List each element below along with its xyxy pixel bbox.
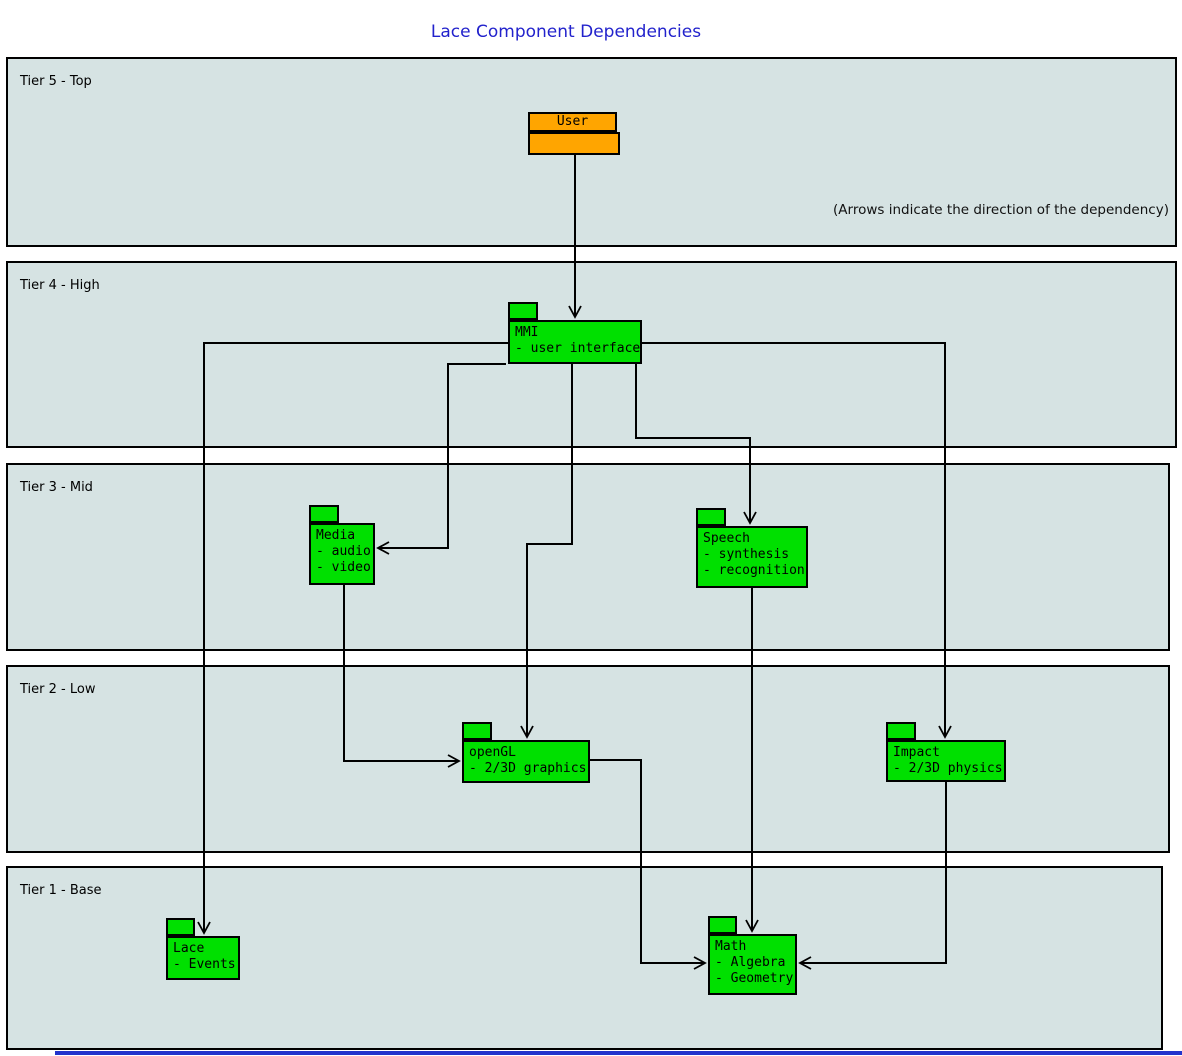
package-detail: - video [316, 560, 371, 575]
package-body: Lace- Events [166, 936, 240, 980]
package-title: Lace [173, 941, 205, 956]
package-title: Impact [893, 745, 940, 760]
package-detail: - Algebra [715, 955, 786, 970]
package-body: MMI- user interface [508, 320, 642, 364]
package-tab [166, 918, 195, 936]
package-body: Impact- 2/3D physics [886, 740, 1006, 782]
package-tab [462, 722, 492, 740]
package-detail: - Geometry [715, 971, 794, 986]
package-tab [508, 302, 538, 320]
package-detail: - 2/3D graphics [469, 761, 587, 776]
diagram-title: Lace Component Dependencies [430, 22, 702, 42]
tier-1-base: Tier 1 - Base [6, 866, 1163, 1050]
package-detail: - synthesis [703, 547, 790, 562]
tier-label: Tier 2 - Low [20, 682, 96, 697]
tier-label: Tier 5 - Top [20, 74, 92, 89]
package-tab [309, 505, 339, 523]
dependency-note: (Arrows indicate the direction of the de… [833, 202, 1169, 218]
package-title: Math [715, 939, 747, 954]
package-body: Media- audio- video [309, 523, 375, 585]
package-title: Media [316, 528, 356, 543]
package-body: Speech- synthesis- recognition [696, 526, 808, 588]
package-title: openGL [469, 745, 516, 760]
tier-label: Tier 4 - High [20, 278, 100, 293]
package-body: openGL- 2/3D graphics [462, 740, 590, 783]
package-detail: - user interface [515, 341, 641, 356]
tier-label: Tier 1 - Base [20, 883, 102, 898]
package-detail: - recognition [703, 563, 805, 578]
package-tab [696, 508, 726, 526]
package-body: Math- Algebra- Geometry [708, 934, 797, 995]
package-detail: - Events [173, 957, 236, 972]
package-tab [708, 916, 737, 934]
tier-label: Tier 3 - Mid [20, 480, 93, 495]
package-tab [886, 722, 916, 740]
tier-4-high: Tier 4 - High [6, 261, 1177, 448]
tier-3-mid: Tier 3 - Mid [6, 463, 1170, 651]
window-bottom-edge [55, 1051, 1182, 1055]
package-title: Speech [703, 531, 750, 546]
package-body [528, 132, 620, 155]
package-tab: User Applet [528, 112, 617, 145]
package-detail: - 2/3D physics [893, 761, 1003, 776]
package-detail: - audio [316, 544, 371, 559]
package-title: MMI [515, 325, 539, 340]
